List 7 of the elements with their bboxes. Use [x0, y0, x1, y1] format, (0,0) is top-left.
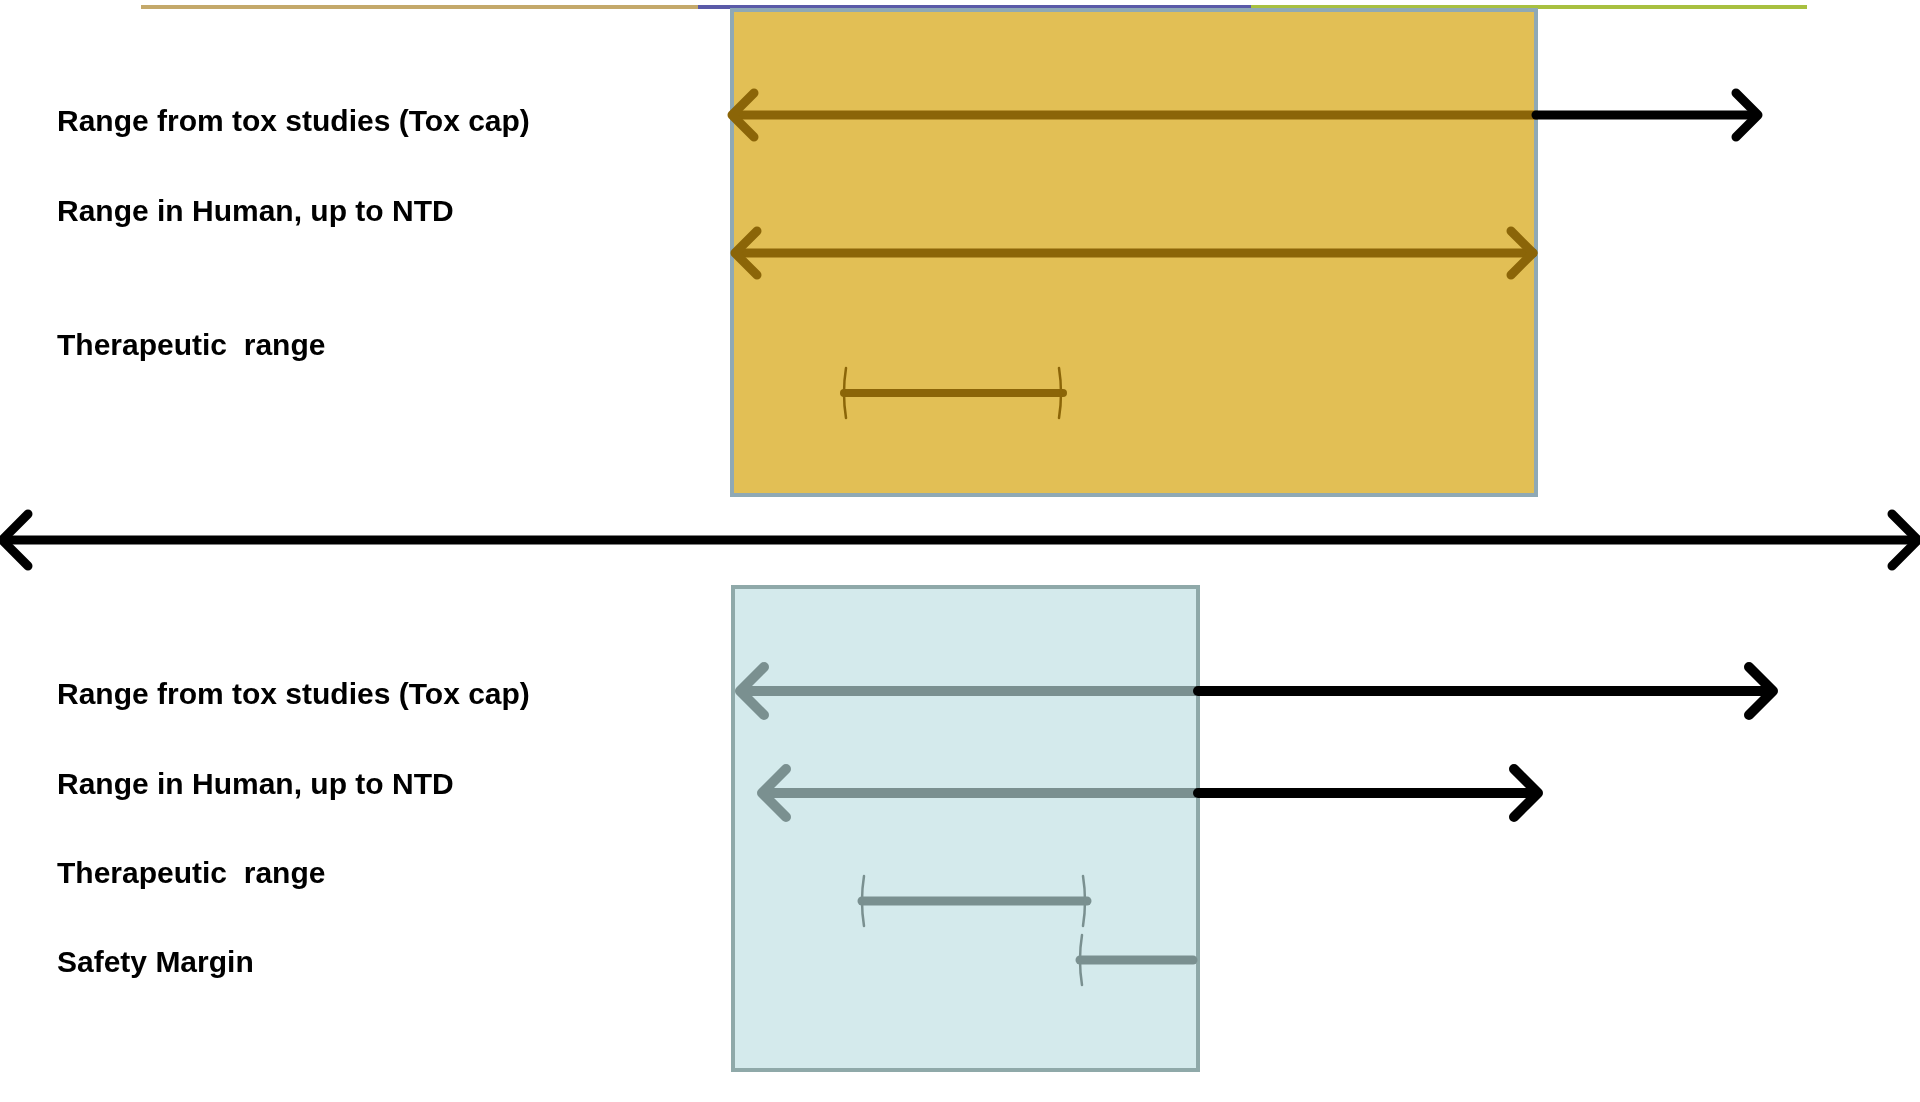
row-label: Therapeutic range: [57, 327, 326, 363]
row-label: Therapeutic range: [57, 855, 326, 891]
row-label: Range in Human, up to NTD: [57, 766, 454, 802]
row-label: Range from tox studies (Tox cap): [57, 103, 530, 139]
row-label: Safety Margin: [57, 944, 254, 980]
row-label: Range in Human, up to NTD: [57, 193, 454, 229]
row-label: Range from tox studies (Tox cap): [57, 676, 530, 712]
